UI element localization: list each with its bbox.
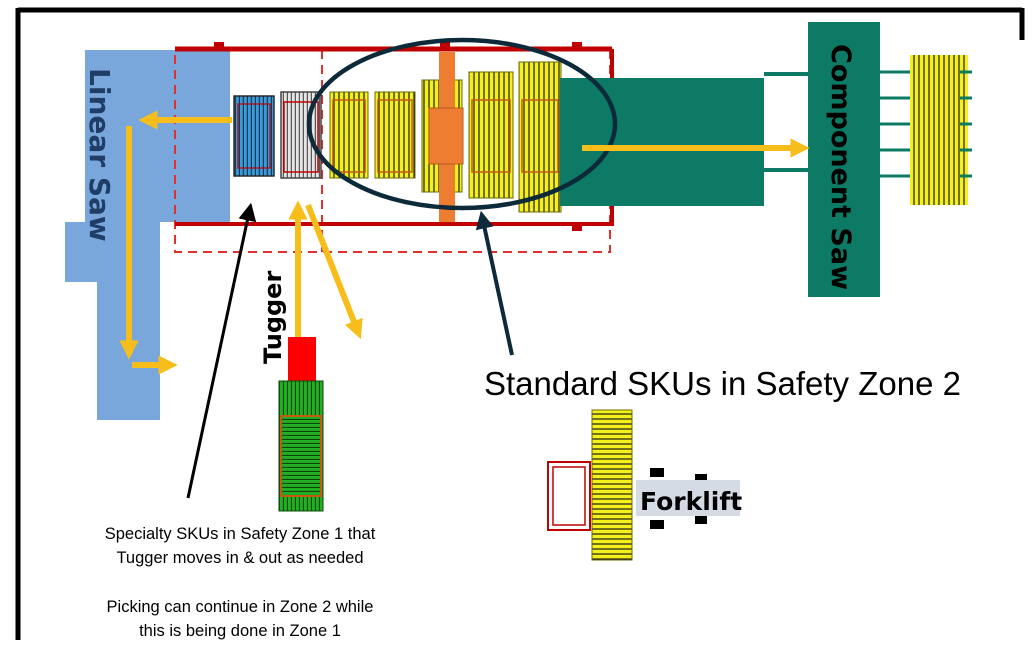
blue-bundle (233, 95, 275, 177)
forklift (547, 409, 740, 561)
linear-saw (65, 50, 230, 420)
linear-saw-label: Linear Saw (83, 68, 116, 242)
tugger (278, 337, 324, 512)
forklift-label-bg (636, 480, 740, 516)
arrow-icon (305, 203, 363, 340)
tugger-cab (288, 337, 316, 381)
tugger-label: Tugger (259, 271, 287, 364)
component-saw-label: Component Saw (825, 44, 856, 290)
component-saw (560, 22, 972, 297)
specialty-caption-line1: Specialty SKUs in Safety Zone 1 that (105, 525, 376, 543)
standard-skus-caption: Standard SKUs in Safety Zone 2 (484, 365, 961, 402)
specialty-caption-line2: Tugger moves in & out as needed (116, 549, 363, 567)
zone2-ellipse (306, 37, 618, 211)
page-border (15, 7, 1025, 640)
picking-caption-line1: Picking can continue in Zone 2 while (107, 598, 374, 616)
pointer-arrow-icon (186, 202, 257, 499)
picking-caption-line2: this is being done in Zone 1 (139, 622, 341, 640)
forklift-label: Forklift (640, 487, 742, 516)
standard-bundles (329, 52, 562, 222)
pointer-arrow-icon (475, 210, 514, 356)
specialty-bundles (233, 91, 322, 179)
